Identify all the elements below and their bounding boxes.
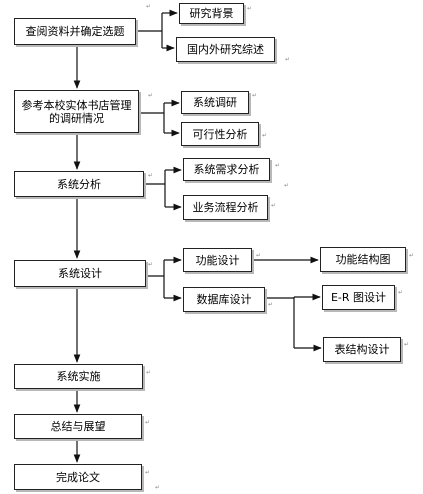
node-system-survey: 系统调研 <box>181 91 249 114</box>
node-feasibility-analysis: 可行性分析 <box>181 122 259 146</box>
node-bookstore-survey: 参考本校实体书店管理的调研情况 <box>14 90 139 133</box>
paragraph-mark: ↵ <box>148 261 154 268</box>
node-business-process-analysis: 业务流程分析 <box>183 195 268 220</box>
node-complete-thesis: 完成论文 <box>14 464 142 490</box>
paragraph-mark: ↵ <box>404 341 410 348</box>
paragraph-mark: ↵ <box>275 162 281 169</box>
paragraph-mark: ↵ <box>262 132 268 139</box>
paragraph-mark: ↵ <box>285 56 291 63</box>
paragraph-mark: ↵ <box>148 172 154 179</box>
node-system-implementation: 系统实施 <box>14 364 143 389</box>
paragraph-mark: ↵ <box>146 3 152 10</box>
node-table-structure: 表结构设计 <box>323 337 401 362</box>
node-literature-review: 国内外研究综述 <box>176 37 275 62</box>
paragraph-mark: ↵ <box>252 92 258 99</box>
node-system-design: 系统设计 <box>14 260 146 287</box>
paragraph-mark: ↵ <box>155 484 161 491</box>
node-function-design: 功能设计 <box>183 248 252 272</box>
paragraph-mark: ↵ <box>256 252 262 259</box>
paragraph-mark: ↵ <box>271 202 277 209</box>
node-database-design: 数据库设计 <box>183 287 265 312</box>
paragraph-mark: ↵ <box>146 369 152 376</box>
paragraph-mark: ↵ <box>247 5 253 12</box>
node-er-diagram: E-R 图设计 <box>322 285 395 310</box>
node-research-background: 研究背景 <box>179 3 244 24</box>
node-system-analysis: 系统分析 <box>14 171 144 197</box>
node-summary-outlook: 总结与展望 <box>14 414 142 439</box>
node-requirements-analysis: 系统需求分析 <box>183 158 270 181</box>
node-select-topic: 查阅资料并确定选题 <box>14 18 136 45</box>
node-function-structure: 功能结构图 <box>320 247 406 272</box>
paragraph-mark: ↵ <box>409 252 415 259</box>
paragraph-mark: ↵ <box>145 419 151 426</box>
paragraph-mark: ↵ <box>148 92 154 99</box>
paragraph-mark: ↵ <box>145 469 151 476</box>
paragraph-mark: ↵ <box>284 182 290 189</box>
paragraph-mark: ↵ <box>268 301 274 308</box>
paragraph-mark: ↵ <box>398 289 404 296</box>
